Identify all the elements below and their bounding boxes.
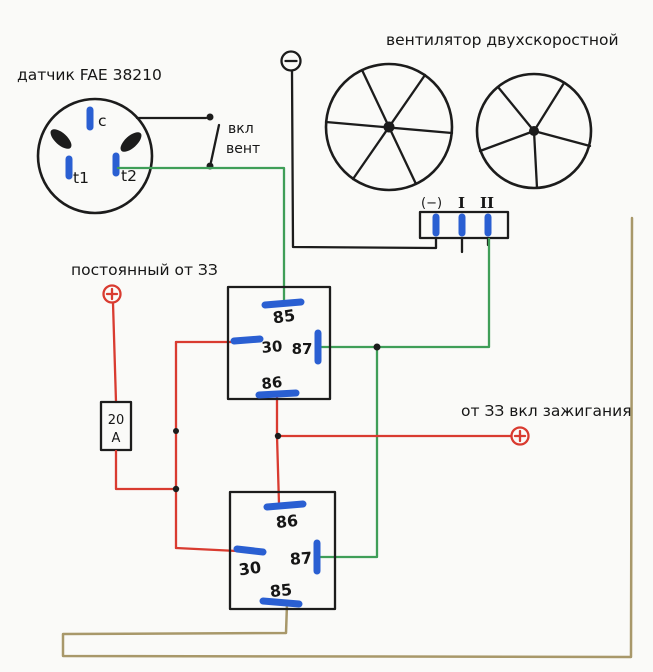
constant-power-label: постоянный от ЗЗ [71,261,218,279]
connector-housing [418,210,510,240]
relay-upper-pin-85 [261,298,305,309]
relay-lower-pin-30 [233,545,267,556]
relay-lower-pin-86-label: 86 [275,511,299,532]
fan-left-rim [324,62,454,192]
plus-icon [105,287,119,301]
fan-spoke [478,129,536,153]
fan-left-hub [383,121,395,133]
relay-upper-body [226,285,332,401]
switch-lever [209,123,221,164]
fan-switch: вкл вент [135,113,260,170]
fuse-amps-label: 20 [108,413,125,428]
wire-red-plus-to-fuse [111,301,118,404]
wire-green-relay2-87-branch [318,345,379,559]
relay-lower: 86 30 87 85 [228,490,337,611]
relay-lower-pin-85 [259,597,303,608]
fan-spoke [532,129,592,148]
fan-spoke [532,81,566,133]
wire-tan-loop [61,216,634,659]
plus-icon [513,429,527,443]
relay-upper-pin-87-label: 87 [292,340,313,358]
relay-lower-pin-86 [263,500,307,511]
fan-spoke [532,129,539,190]
connector-pin-two-label: II [480,194,494,212]
switch-label-on: вкл [228,121,254,137]
fan-right-rim [475,72,593,190]
sensor-contact-blob-left [50,129,72,149]
relay-lower-pin-85-label: 85 [269,580,293,601]
constant-power-feed: постоянный от ЗЗ 20 A [71,261,239,553]
wire-red-to-relay2-30 [174,546,239,553]
relay-upper-pin-30-label: 30 [261,337,283,357]
relay-lower-body [228,490,337,611]
relay-upper: 85 30 87 86 [226,285,332,401]
connector-pin-minus-label: (−) [421,196,442,211]
ignition-power-label: от ЗЗ вкл зажигания [461,402,632,420]
ignition-power-feed: от ЗЗ вкл зажигания [274,394,632,506]
relay-upper-pin-30 [230,335,264,345]
relay-lower-pin-87-label: 87 [289,548,313,569]
fan-right-spokes [478,81,592,190]
sensor: датчик FAE 38210 c t1 t2 [17,66,162,215]
switch-terminal-top-dot [206,113,214,121]
sensor-pin-c-label: c [98,112,107,130]
fan-title: вентилятор двухскоростной [386,31,619,49]
fan-left [324,62,454,192]
relay-upper-pin-85-label: 85 [272,306,297,328]
sensor-pin-t2-label: t2 [121,167,137,185]
relay-upper-pin-86 [255,389,300,399]
wire-black-minus-to-connector [290,69,438,250]
wire-green-sensor-to-relay1 [116,166,286,305]
fan-right-hub [529,126,539,136]
junction-dot [373,343,381,351]
sensor-title: датчик FAE 38210 [17,66,162,84]
junction-dot [173,428,179,434]
fan-connector: (−) I II [418,194,510,254]
fan-right [475,72,593,190]
wire-red-fuse-to-junction [114,449,178,491]
switch-label-fan: вент [226,141,260,157]
sensor-contact-blob-right [120,132,142,152]
sensor-pin-t1-label: t1 [73,169,89,187]
fan-spoke [496,85,536,133]
junction-dot [274,432,282,440]
connector-pin-one-label: I [458,194,465,212]
relay-lower-pin-30-label: 30 [238,558,263,580]
relay-upper-pin-86-label: 86 [261,373,284,393]
junction-dot [172,485,180,493]
fuse-unit-label: A [112,431,121,446]
minus-terminal [280,50,438,250]
sensor-body-circle [36,97,154,215]
